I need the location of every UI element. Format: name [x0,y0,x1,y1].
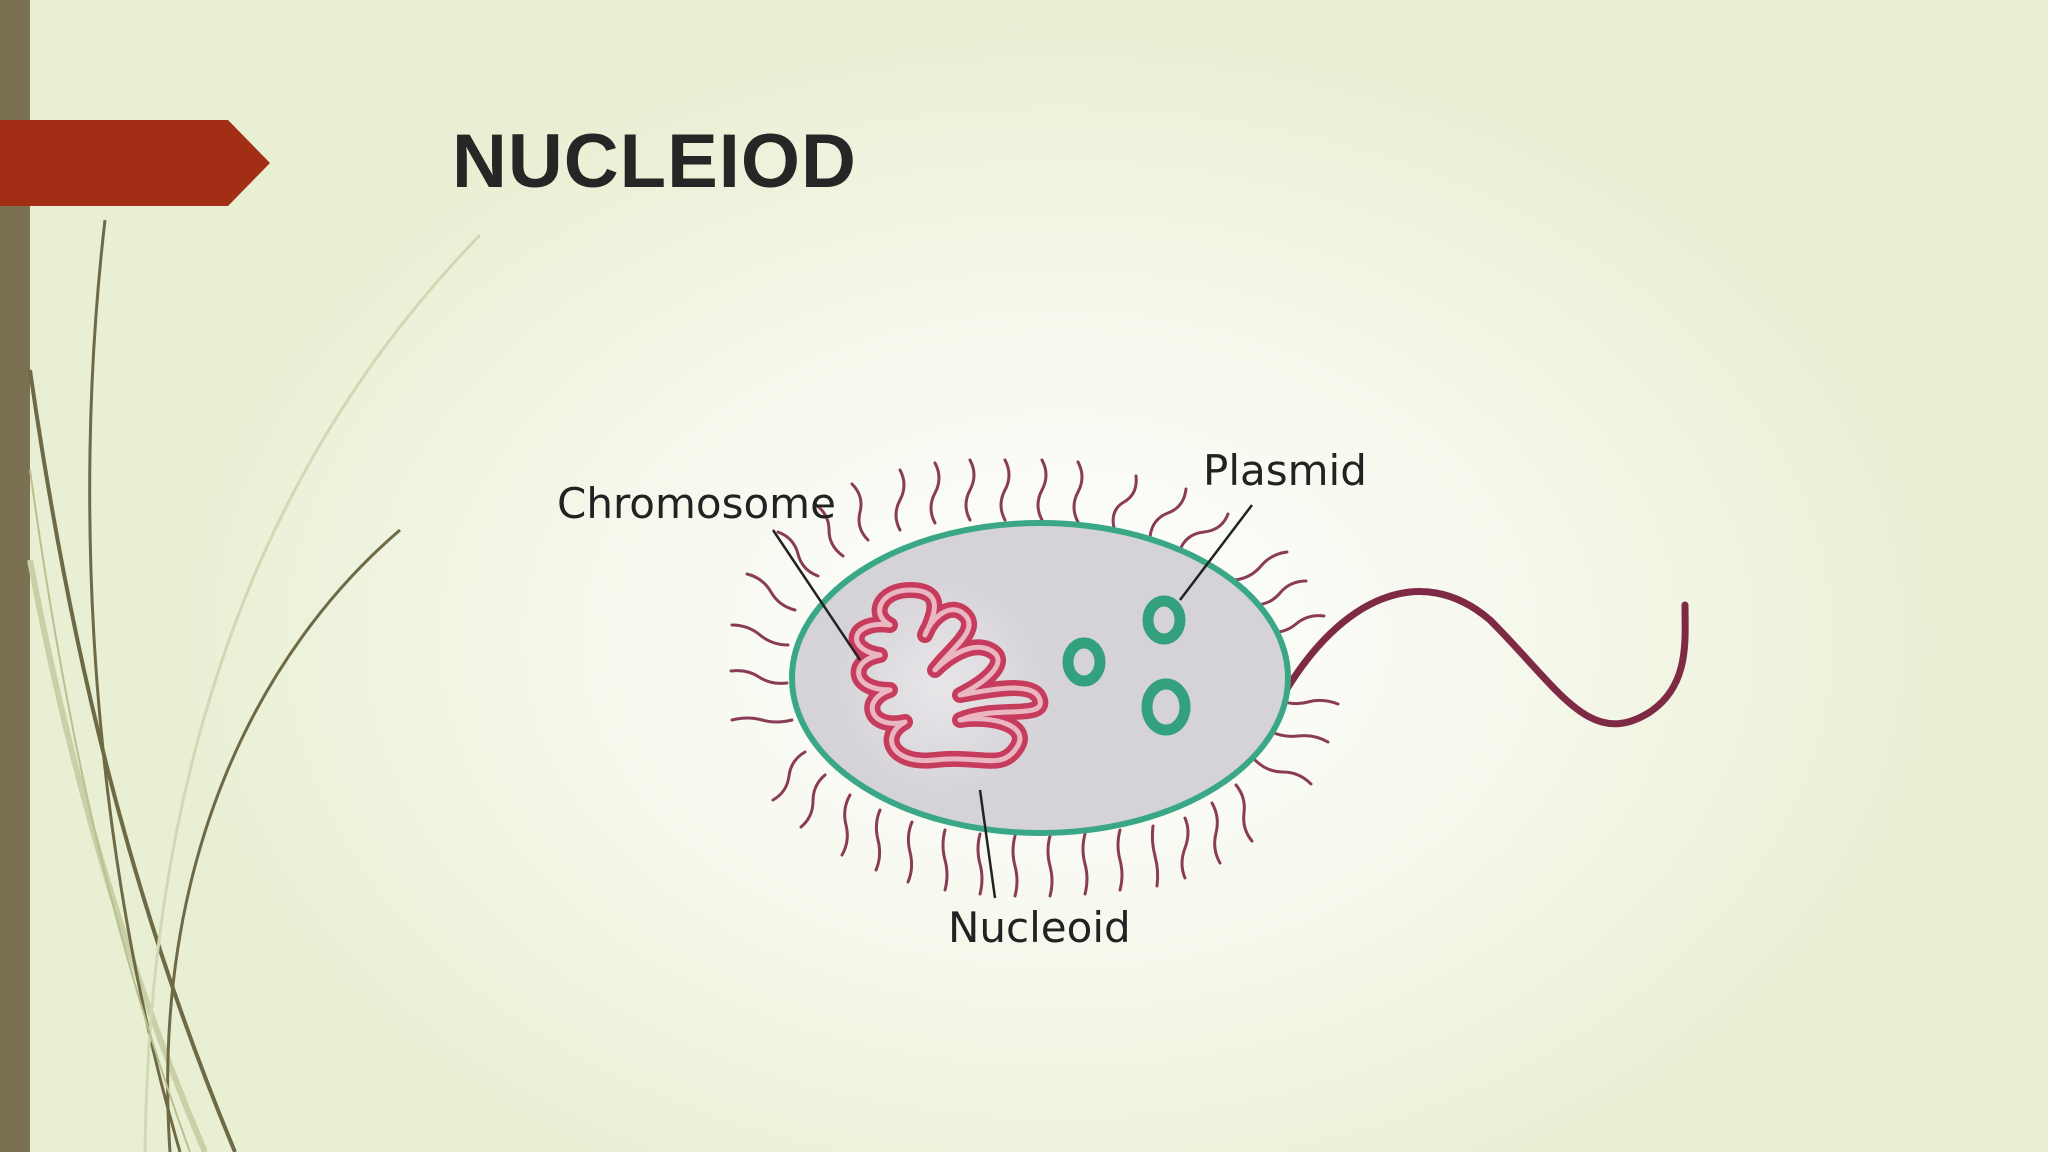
chromosome [848,582,1049,769]
leader-lines [771,504,1253,899]
chromosome-label: Chromosome [557,479,836,528]
plasmid-ring [1062,637,1106,687]
nucleoid-label: Nucleoid [948,903,1131,952]
plasmid-ring [1141,678,1191,736]
flagellum [1281,588,1689,728]
plasmid-ring [1142,595,1186,645]
title-arrow-marker [0,120,270,206]
pili [729,458,1340,898]
decorative-curves [27,219,482,1152]
slide-title: NUCLEIOD [452,119,857,204]
plasmids [1062,595,1191,736]
plasmid-label: Plasmid [1203,446,1367,495]
